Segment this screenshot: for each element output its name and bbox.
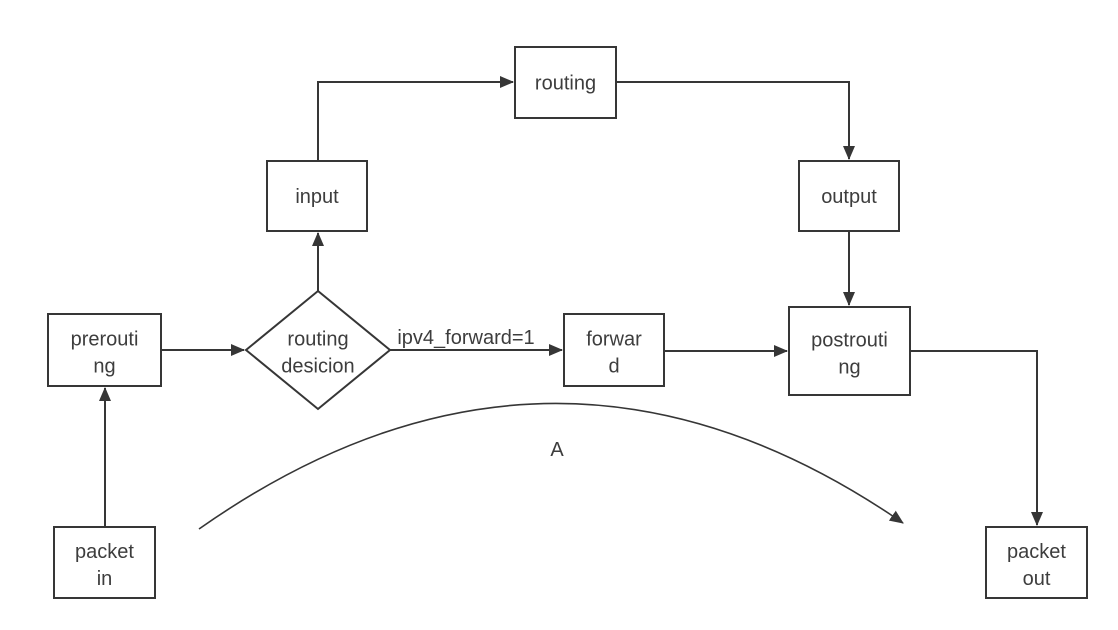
node-label-packet-in: in (97, 568, 113, 590)
node-label-routing: routing (535, 73, 596, 95)
decision-routing-decision (244, 289, 392, 411)
node-label-packet-in: packet (75, 541, 134, 563)
curve-bypass-arc (198, 402, 904, 530)
edge-postrouting-to-packet-out (910, 350, 1043, 526)
node-label-prerouting: ng (93, 356, 115, 378)
node-label-forward: d (608, 356, 619, 378)
node-output (798, 160, 900, 232)
node-label-postrouting: ng (838, 357, 860, 379)
edge-label-decision-to-forward: ipv4_forward=1 (397, 327, 534, 349)
node-label-packet-out: packet (1007, 541, 1066, 563)
node-prerouting (47, 313, 162, 387)
node-routing (514, 46, 617, 119)
node-label-output: output (821, 186, 877, 208)
node-label-prerouting: prerouti (71, 329, 139, 351)
node-label-forward: forwar (586, 329, 642, 351)
edge-routing-to-output (616, 81, 855, 160)
node-label-packet-out: out (1023, 568, 1051, 590)
node-label-postrouting: postrouti (811, 330, 888, 352)
node-input (266, 160, 368, 232)
decision-label-routing-decision: desicion (281, 356, 354, 378)
node-postrouting (788, 306, 911, 396)
node-packet-in (53, 526, 156, 599)
curve-label-bypass-arc: A (550, 439, 564, 461)
edge-input-to-routing (317, 76, 514, 161)
node-packet-out (985, 526, 1088, 599)
decision-label-routing-decision: routing (287, 329, 348, 351)
node-label-input: input (295, 186, 339, 208)
node-forward (563, 313, 665, 387)
